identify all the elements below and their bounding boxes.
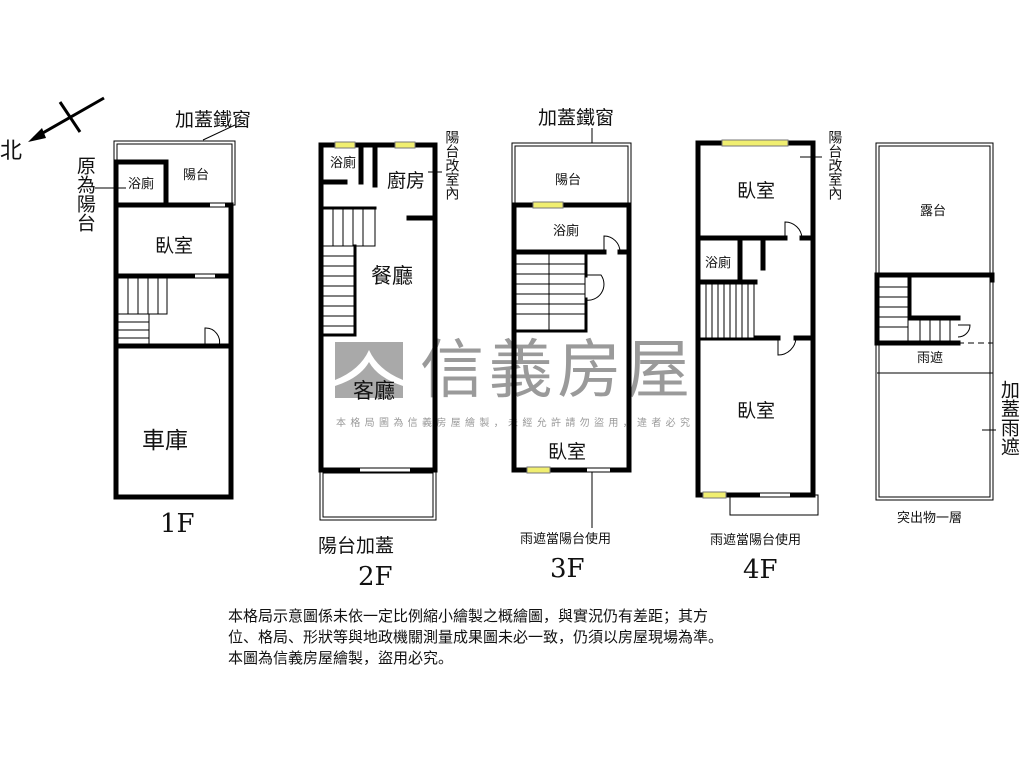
label-1f-bedroom: 臥室: [155, 235, 193, 257]
label-4f-bedroom-1: 臥室: [737, 180, 775, 202]
north-label: 北: [0, 139, 22, 164]
floor-label-4f: 4F: [743, 555, 778, 585]
label-roof-awning: 雨遮: [917, 350, 943, 366]
label-1f-balcony: 陽台: [183, 168, 209, 183]
label-2f-balcony-added: 陽台加蓋: [318, 535, 394, 557]
disclaimer-line-1: 本格局示意圖係未依一定比例縮小繪製之概繪圖，與實況仍有差距；其方: [228, 607, 709, 625]
floor-4f: [695, 139, 822, 516]
floor-3f: [511, 128, 632, 528]
label-4f-bedroom-2: 臥室: [737, 400, 775, 422]
label-4f-awning-note: 雨遮當陽台使用: [710, 532, 801, 548]
label-3f-awning-note: 雨遮當陽台使用: [520, 531, 611, 547]
label-3f-iron-window: 加蓋鐵窗: [538, 107, 614, 129]
disclaimer-line-2: 位、格局、形狀等與地政機關測量成果圖未必一致，仍須以房屋現場為準。: [228, 628, 724, 646]
north-compass-icon: [28, 96, 105, 142]
floor-roof: [874, 142, 996, 501]
floor-label-1f: 1F: [160, 509, 195, 539]
label-2f-balcony-indoor: 陽台改室內: [443, 130, 460, 200]
label-1f-bath: 浴廁: [128, 176, 154, 192]
label-3f-bedroom: 臥室: [548, 441, 586, 463]
label-roof-added-awning: 加蓋雨遮: [997, 380, 1020, 456]
label-roof-terrace: 露台: [920, 204, 946, 219]
label-4f-bath: 浴廁: [705, 255, 731, 271]
disclaimer-line-3: 本圖為信義房屋繪製，盜用必究。: [228, 649, 454, 667]
label-2f-dining: 餐廳: [371, 264, 413, 288]
label-4f-balcony-indoor: 陽台改室內: [826, 130, 843, 200]
label-1f-orig-balcony: 原為陽台: [73, 156, 96, 232]
disclaimer: 本格局示意圖係未依一定比例縮小繪製之概繪圖，與實況仍有差距；其方 位、格局、形狀…: [228, 606, 828, 669]
label-1f-iron-window: 加蓋鐵窗: [175, 109, 251, 131]
label-2f-living: 客廳: [353, 379, 395, 403]
floor-2f: [318, 141, 442, 521]
label-3f-balcony: 陽台: [555, 173, 581, 188]
floor-label-3f: 3F: [550, 554, 585, 584]
label-2f-kitchen: 廚房: [387, 169, 425, 192]
watermark-brand: 信義房屋: [420, 334, 690, 408]
label-roof-name: 突出物一層: [897, 510, 962, 526]
label-2f-bath: 浴廁: [330, 155, 356, 171]
floor-1f: [95, 124, 236, 500]
floor-label-2f: 2F: [358, 562, 393, 592]
label-1f-garage: 車庫: [142, 428, 188, 454]
label-3f-bath: 浴廁: [553, 223, 579, 239]
